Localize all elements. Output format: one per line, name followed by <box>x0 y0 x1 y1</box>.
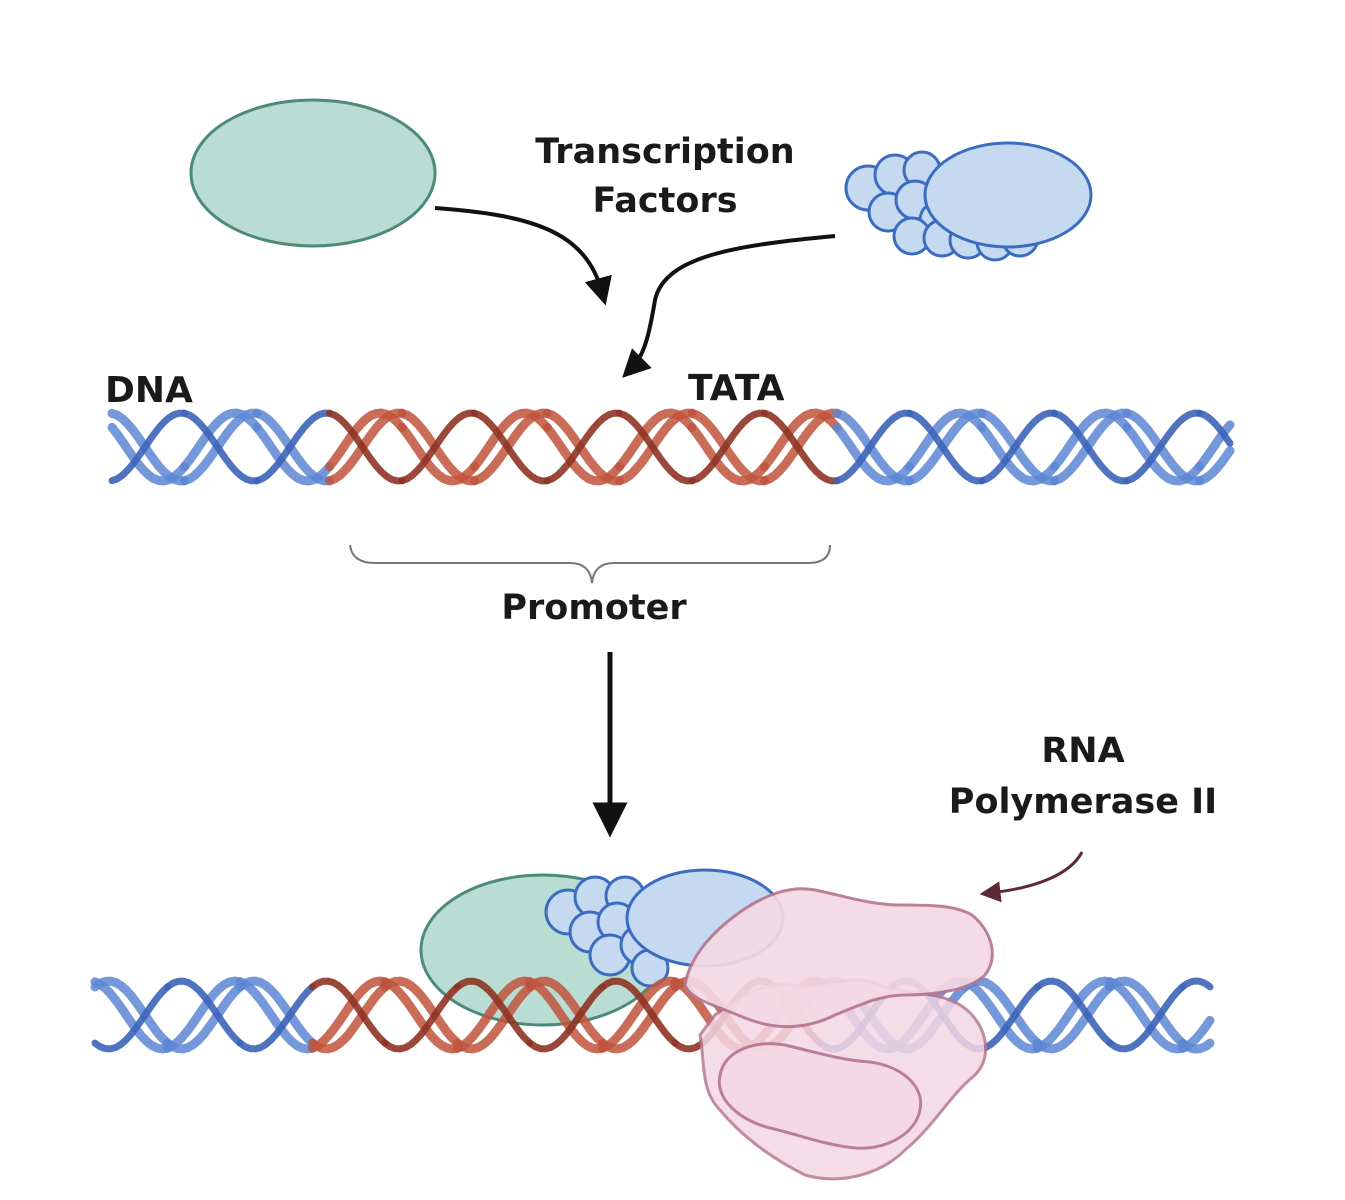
transcription-factors-label-line1: Transcription <box>535 132 794 172</box>
dna-bottom-strand-segment <box>454 977 534 1047</box>
dna-top-strand-segment <box>470 408 552 472</box>
dna-top-strand-segment <box>543 409 623 485</box>
dna-top-strand-segment <box>832 422 914 486</box>
dna-top-strand-segment <box>906 409 986 485</box>
dna-bottom-strand-segment <box>91 983 171 1053</box>
dna-top-strand-segment <box>253 409 333 485</box>
dna-bottom-strand-segment <box>380 976 462 1048</box>
tf-blue-ellipse <box>923 141 1093 249</box>
dna-bottom-strand-segment <box>598 976 680 1053</box>
dna-top-strand-segment <box>397 422 479 486</box>
dna-top-strand-segment <box>687 422 769 486</box>
dna-top-strand-segment <box>471 409 551 485</box>
polymerase-lobe <box>683 887 994 1029</box>
polymerase-lobe <box>717 1042 923 1150</box>
dna-helix-top <box>107 408 1235 486</box>
dna-top-strand-segment <box>107 422 189 486</box>
dna-top-strand-segment <box>1196 409 1234 447</box>
dna-top-strand-segment <box>1195 446 1235 486</box>
dna-bottom-strand-segment <box>90 976 172 1048</box>
dna-bottom-strand-segment <box>453 976 535 1053</box>
rna-polymerase-label-line2: Polymerase II <box>949 782 1217 822</box>
dna-top-strand-segment <box>688 409 768 485</box>
dna-bottom-strand-segment <box>525 977 607 1054</box>
dna-bottom-strand-segment <box>235 977 317 1054</box>
dna-top-strand-segment <box>905 408 987 472</box>
dna-bottom-strand-segment <box>526 983 606 1053</box>
tata-label: TATA <box>688 368 785 409</box>
dna-top-strand-segment <box>1051 409 1131 485</box>
tf-green-ellipse-top <box>189 98 437 248</box>
promoter-label: Promoter <box>501 588 687 628</box>
dna-bottom-strand-segment <box>308 982 390 1054</box>
dna-top-strand-segment <box>325 408 407 472</box>
dna-bottom-strand-segment <box>1105 977 1187 1054</box>
dna-bottom-strand-segment <box>1034 977 1114 1047</box>
dna-bottom-strand-segment <box>381 983 461 1053</box>
dna-top-strand-segment <box>326 409 406 485</box>
dna-bottom-strand-segment <box>1178 1015 1215 1053</box>
dna-bottom-strand-segment <box>453 982 535 1054</box>
arrow-to-polymerase <box>979 851 1084 903</box>
dna-top-strand-segment <box>761 409 841 485</box>
dna-bottom-strand-segment <box>1105 976 1187 1048</box>
dna-bottom-strand-segment <box>1179 977 1214 991</box>
dna-bottom-strand-segment <box>90 977 172 1054</box>
dna-top-strand-segment <box>108 409 188 485</box>
dna-helix-bottom <box>90 976 1215 1054</box>
dna-top-strand-segment <box>252 422 334 486</box>
dna-bottom-strand-segment <box>308 976 390 1053</box>
dna-top-strand-segment <box>760 408 842 472</box>
transcription-factors-label-line2: Factors <box>592 181 737 221</box>
dna-bottom-strand-segment <box>380 977 462 1054</box>
dna-top-strand-segment <box>542 422 624 486</box>
rna-polymerase-label-line1: RNA <box>1041 731 1124 771</box>
dna-top-strand-segment <box>398 409 478 485</box>
dna-bottom-strand-segment <box>163 982 245 1054</box>
tf-blue-complex-top <box>844 141 1093 262</box>
dna-top-strand-segment <box>1123 409 1203 485</box>
dna-bottom-strand-segment <box>163 976 245 1053</box>
dna-top-strand-segment <box>978 409 1058 485</box>
dna-bottom-strand-segment <box>599 977 679 1047</box>
dna-top-strand-segment <box>180 408 262 472</box>
dna-bottom-strand-segment <box>1106 983 1186 1053</box>
dna-top-strand-segment <box>833 409 913 485</box>
arrow-green-to-dna <box>434 206 612 306</box>
dna-bottom-strand-segment <box>960 977 1042 1054</box>
dna-bottom-strand-segment <box>236 983 316 1053</box>
dna-bottom-strand-segment <box>309 977 389 1047</box>
arrow-blue-to-dna <box>622 234 836 378</box>
dna-top-strand-segment <box>615 408 697 472</box>
rna-polymerase-ii <box>683 887 994 1181</box>
dna-top-strand-segment <box>1122 422 1204 486</box>
dna-bottom-strand-segment <box>235 976 317 1048</box>
dna-top-strand-segment <box>616 409 696 485</box>
dna-bottom-strand-segment <box>1033 982 1115 1054</box>
dna-label: DNA <box>105 370 193 411</box>
dna-bottom-strand-segment <box>598 982 680 1054</box>
dna-top-strand-segment <box>1050 408 1132 472</box>
dna-top-strand-segment <box>977 422 1059 486</box>
promoter-brace <box>349 544 831 584</box>
dna-top-strand-segment <box>181 409 261 485</box>
dna-bottom-strand-segment <box>525 976 607 1048</box>
dna-bottom-strand-segment <box>1033 976 1115 1053</box>
dna-bottom-strand-segment <box>164 977 244 1047</box>
